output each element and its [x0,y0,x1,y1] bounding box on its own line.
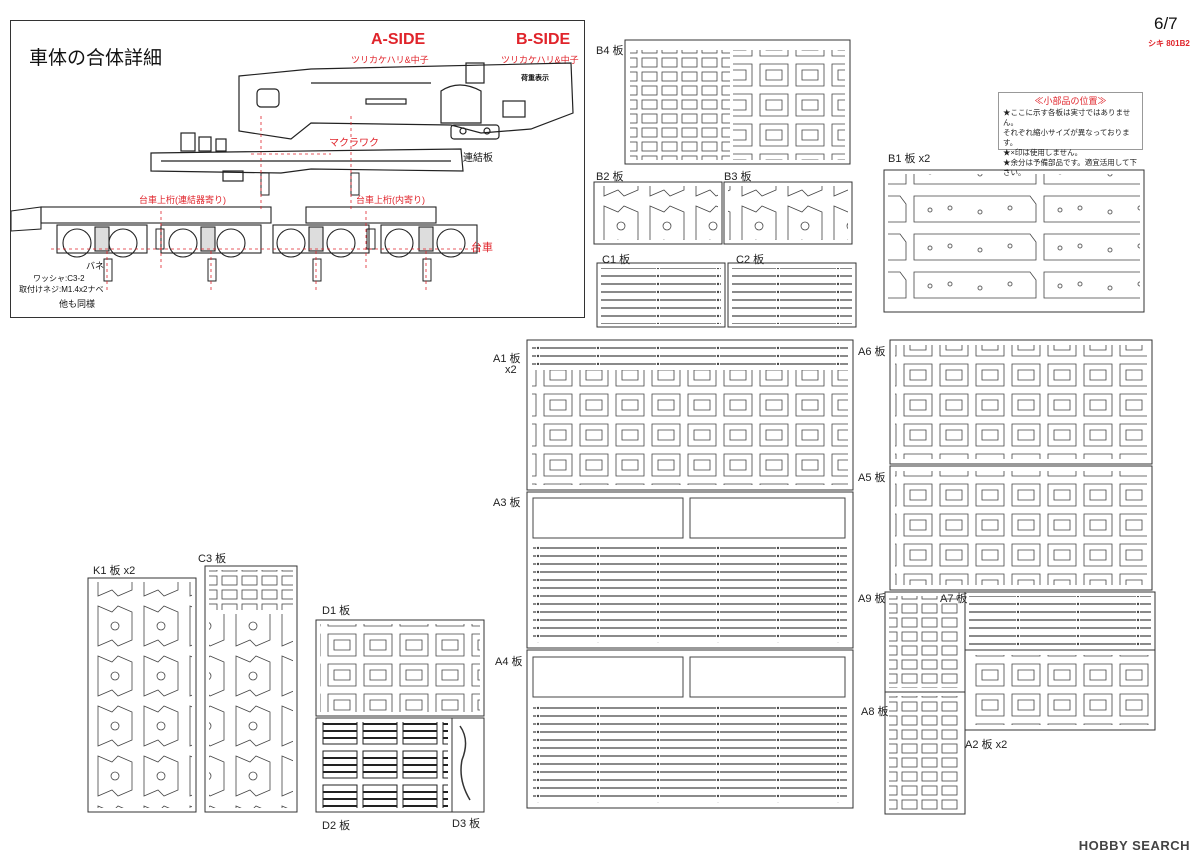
sheet-a8 [884,691,966,815]
note-line-2: それぞれ縮小サイズが異なっております。 [1003,128,1130,147]
assembly-title: 車体の合体詳細 [29,48,163,69]
sheet-c1 [596,262,726,328]
note-line-4: ★余分は予備部品です。適宜活用して下さい。 [1003,158,1138,177]
screw-label: 取付けネジ:M1.4x2ナベ [19,285,104,294]
sheet-label-d3: D3 板 [452,818,481,830]
b-side-label: B-SIDE [516,31,571,48]
renketsuban-label: 連結板 [463,153,493,164]
sheet-d3 [451,717,485,813]
daisha-upper-inner-label: 台車上桁(内寄り) [356,195,425,205]
product-code: シキ 801B2 [1148,39,1190,48]
sheet-label-b2: B2 板 [596,171,624,183]
note-line-1: ★ここに示す各板は実寸ではありません。 [1003,108,1131,127]
alignment-lines [51,116,481,291]
sheet-k1 [87,577,197,813]
bane-label: バネ [86,261,105,271]
sheet-label-c1: C1 板 [602,254,631,266]
b-side-sub: ツリカケハリ&中子 [501,55,579,65]
sheet-c2 [727,262,857,328]
car-frame-lower [150,132,464,182]
sheet-c3 [204,565,298,813]
assembly-drawing [11,62,574,291]
sheet-b1 [883,169,1145,313]
assembly-detail-panel: 車体の合体詳細 A-SIDE B-SIDE ツリカケハリ&中子 ツリカケハリ&中… [10,20,585,318]
sheet-a3 [526,491,854,649]
sheet-a2 [964,649,1156,731]
sheet-label-a8: A8 板 [861,706,889,718]
sheet-a5 [889,465,1153,591]
car-body-upper [238,62,574,140]
washer-label: ワッシャ:C3-2 [33,274,85,283]
sheet-b4 [624,39,851,165]
a-side-label: A-SIDE [371,31,426,48]
sheet-label-d2: D2 板 [322,820,351,832]
watermark: HOBBY SEARCH [1078,838,1190,853]
notes-title: ≪小部品の位置≫ [1034,96,1107,106]
sheet-d1 [315,619,485,717]
page-number: 6/7 [1154,14,1178,33]
springs [103,172,432,282]
makurawaku-label: マクラワク [329,138,379,149]
truck-assembly-right [272,206,478,258]
sheet-a1 [526,339,854,491]
sheet-label-a3: A3 板 [493,497,521,509]
a-side-sub: ツリカケハリ&中子 [351,55,429,65]
notes-box: ≪小部品の位置≫ ★ここに示す各板は実寸ではありません。 それぞれ縮小サイズが異… [998,92,1143,177]
others-same-label: 他も同様 [59,299,96,309]
truck-assembly-left [11,206,272,258]
sheet-label-a4: A4 板 [495,656,523,668]
sheet-label-b1: B1 板 x2 [888,153,931,165]
sheet-label-a2: A2 板 x2 [965,739,1008,751]
sheet-b3 [723,181,853,245]
sheet-label-a5: A5 板 [858,472,886,484]
sheet-a4 [526,649,854,809]
note-line-3: ★×印は使用しません。 [1003,148,1083,157]
sheet-label-a1: A1 板 [493,353,521,365]
sheet-label-a6: A6 板 [858,346,886,358]
sheet-a6 [889,339,1153,465]
sheet-label-c2: C2 板 [736,254,765,266]
sheet-a9 [884,591,966,693]
car-marking: 荷重表示 [521,75,549,82]
sheet-label-b4: B4 板 [596,45,624,57]
daisha-upper-coupler-label: 台車上桁(連結器寄り) [139,195,226,205]
sheet-label-c3: C3 板 [198,553,227,565]
sheet-label-a9: A9 板 [858,593,886,605]
sheet-label-k1: K1 板 x2 [93,565,136,577]
sheet-label-d1: D1 板 [322,605,351,617]
sheet-label-b3: B3 板 [724,171,752,183]
sheet-b2 [593,181,723,245]
sheet-label-a7: A7 板 [940,593,968,605]
sheet-a7 [964,591,1156,651]
sheet-label-a1-qty: x2 [505,364,517,376]
sheet-d2 [315,717,453,813]
